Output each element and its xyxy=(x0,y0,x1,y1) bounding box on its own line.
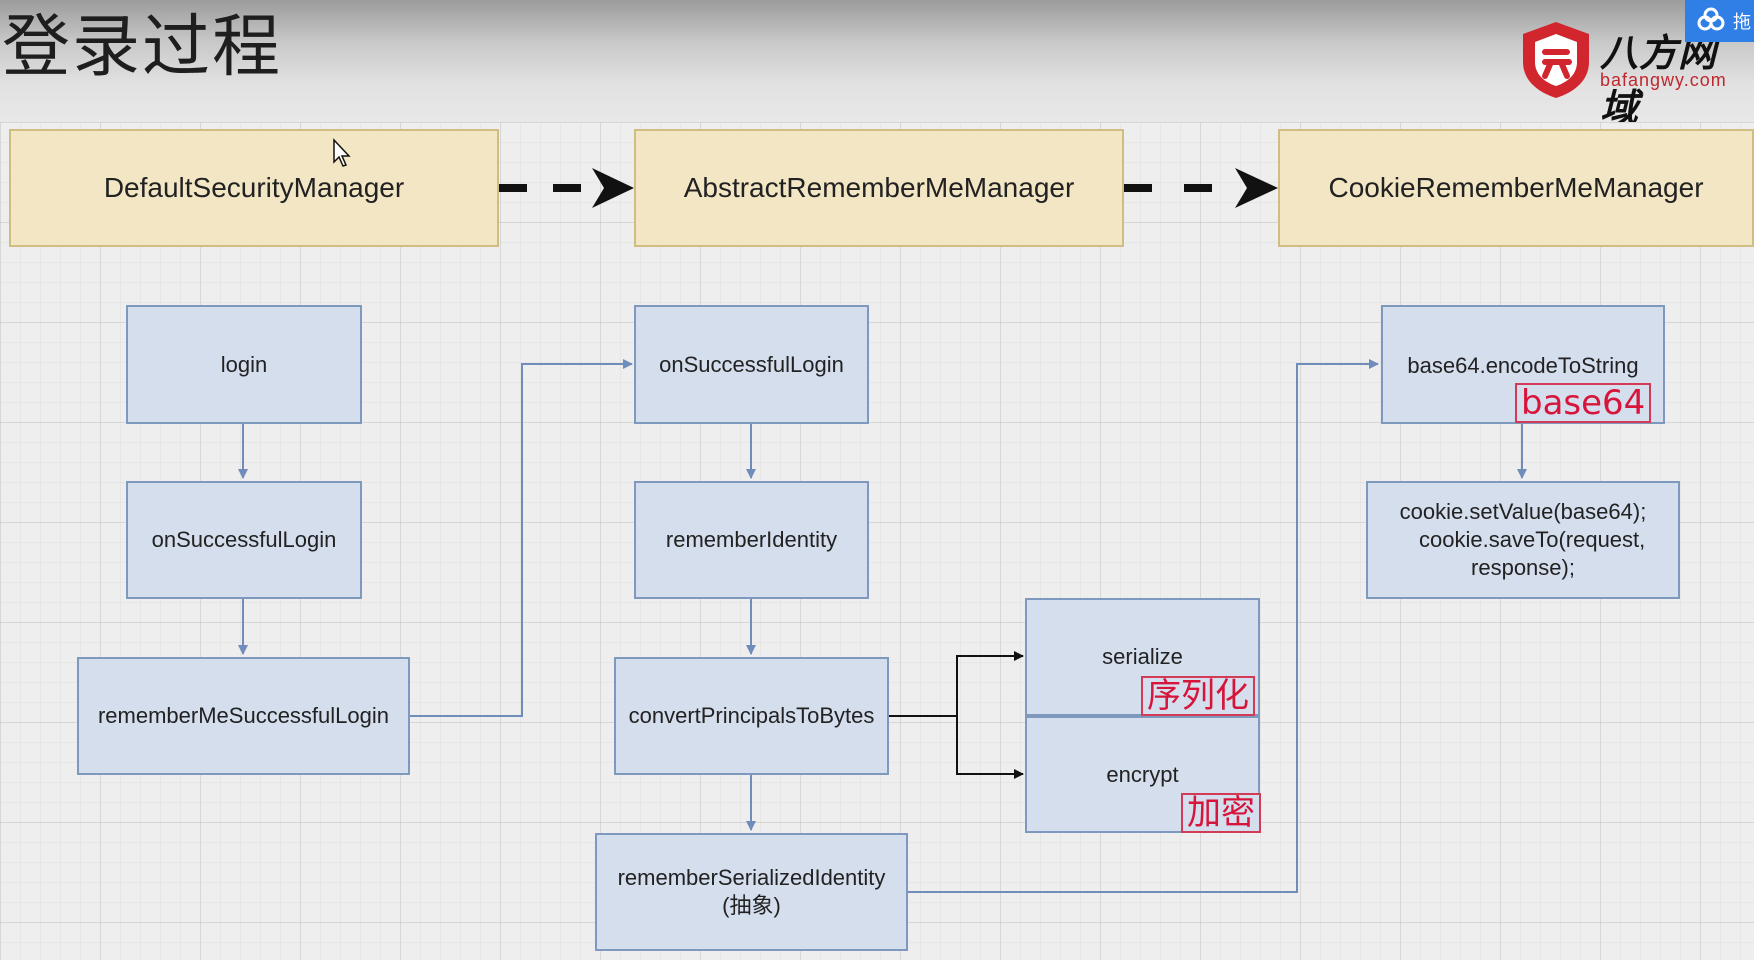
method-on-successful-login-2-label: onSuccessfulLogin xyxy=(659,351,844,377)
base64-tag: base64 xyxy=(1515,383,1652,423)
class-abstract-remember-me-manager-label: AbstractRememberMeManager xyxy=(683,172,1075,203)
method-convert-principals-to-bytes-label: convertPrincipalsToBytes xyxy=(628,703,875,728)
method-on-successful-login-1-label: onSuccessfulLogin xyxy=(151,527,337,552)
class-abstract-remember-me-manager: AbstractRememberMeManager xyxy=(634,129,1124,247)
title-bar: 登录过程 xyxy=(0,0,1754,122)
shield-logo-icon xyxy=(1523,22,1589,98)
serialize-tag: 序列化 xyxy=(1141,676,1255,716)
method-cookie-set-value-label: cookie.setValue(base64); cookie.saveTo(r… xyxy=(1399,499,1647,580)
logo-url: bafangwy.com xyxy=(1600,70,1727,90)
class-default-security-manager-label: DefaultSecurityManager xyxy=(103,172,405,203)
method-remember-serialized-identity: rememberSerializedIdentity (抽象) xyxy=(595,833,908,951)
method-login: login xyxy=(126,305,362,424)
mouse-cursor-icon xyxy=(333,138,351,167)
method-remember-identity-label: rememberIdentity xyxy=(665,527,838,552)
method-base64-encode-label: base64.encodeToString xyxy=(1407,353,1639,378)
method-on-successful-login-2: onSuccessfulLogin xyxy=(634,305,869,424)
method-cookie-set-value: cookie.setValue(base64); cookie.saveTo(r… xyxy=(1366,481,1680,599)
method-login-label: login xyxy=(220,351,268,377)
cloud-button-label: 拖 xyxy=(1733,12,1751,32)
method-on-successful-login-1: onSuccessfulLogin xyxy=(126,481,362,599)
method-encrypt-label: encrypt xyxy=(1106,761,1179,787)
brand-logo: 八方网域 bafangwy.com xyxy=(1515,18,1754,130)
cloud-drag-button[interactable]: 拖 xyxy=(1685,0,1754,42)
method-convert-principals-to-bytes: convertPrincipalsToBytes xyxy=(614,657,889,775)
method-remember-me-successful-login-label: rememberMeSuccessfulLogin xyxy=(97,703,390,728)
method-serialize-label: serialize xyxy=(1102,644,1183,669)
method-remember-me-successful-login: rememberMeSuccessfulLogin xyxy=(77,657,410,775)
method-remember-serialized-identity-label: rememberSerializedIdentity (抽象) xyxy=(617,865,886,918)
page-title: 登录过程 xyxy=(2,8,283,87)
cloud-icon xyxy=(1697,7,1725,31)
class-cookie-remember-me-manager-label: CookieRememberMeManager xyxy=(1328,172,1704,203)
class-default-security-manager: DefaultSecurityManager xyxy=(9,129,499,247)
encrypt-tag: 加密 xyxy=(1181,793,1261,833)
method-remember-identity: rememberIdentity xyxy=(634,481,869,599)
class-cookie-remember-me-manager: CookieRememberMeManager xyxy=(1278,129,1754,247)
